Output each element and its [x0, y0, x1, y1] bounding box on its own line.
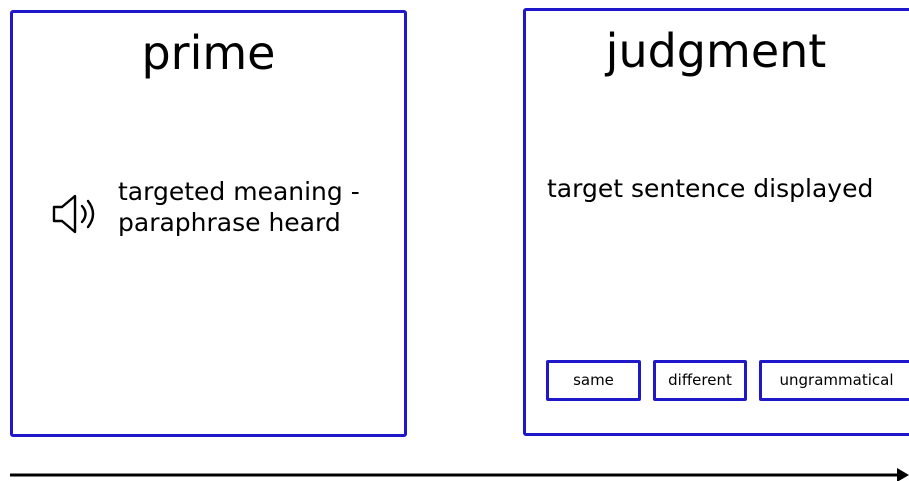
same-button[interactable]: same	[546, 360, 641, 401]
speaker-icon	[52, 194, 95, 234]
judgment-panel: judgment target sentence displayed same …	[523, 8, 909, 436]
prime-title: prime	[141, 26, 276, 80]
timeline-arrow-icon	[10, 468, 909, 481]
different-button[interactable]: different	[653, 360, 747, 401]
prime-line-1: targeted meaning -	[118, 177, 360, 206]
prime-line-2: paraphrase heard	[118, 208, 341, 237]
prime-panel: prime targeted meaning - paraphrase hear…	[10, 10, 407, 437]
judgment-description: target sentence displayed	[547, 174, 874, 203]
ungrammatical-button[interactable]: ungrammatical	[759, 360, 909, 401]
prime-description: targeted meaning - paraphrase heard	[118, 176, 360, 238]
judgment-title: judgment	[605, 24, 827, 78]
